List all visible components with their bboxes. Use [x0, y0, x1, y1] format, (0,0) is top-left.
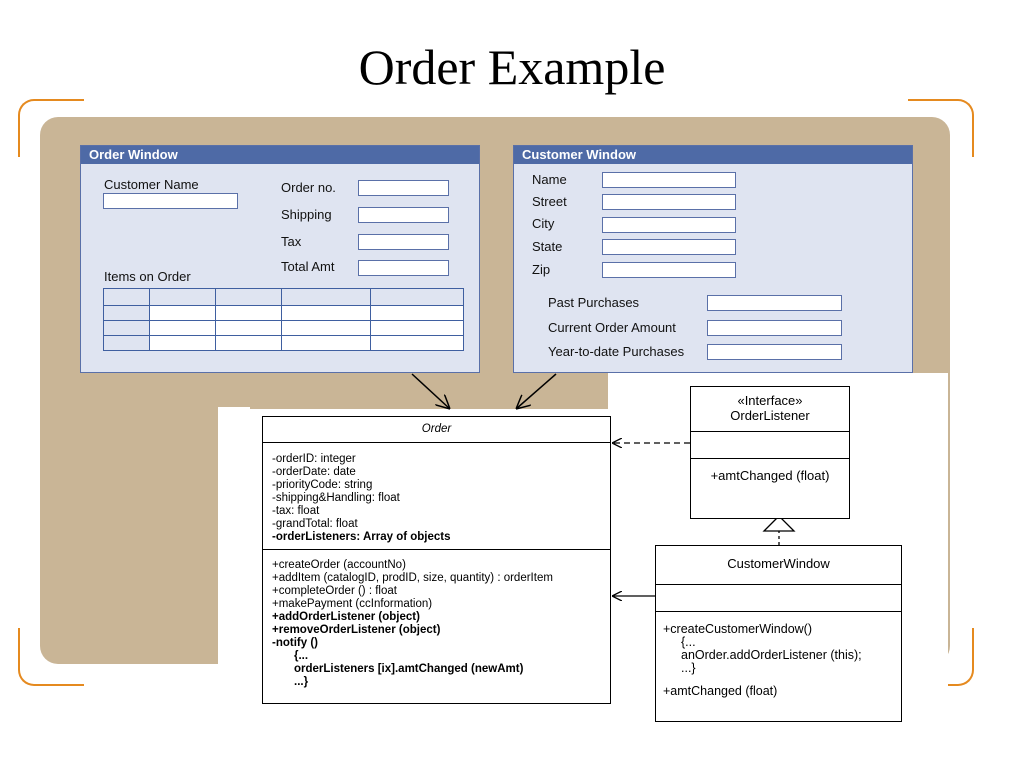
street-label: Street	[532, 194, 567, 209]
method-line: anOrder.addOrderListener (this);	[681, 648, 862, 662]
customer-window-class: CustomerWindow +createCustomerWindow() {…	[655, 545, 902, 722]
attribute-line: -orderID: integer	[272, 453, 356, 465]
method-line: +amtChanged (float)	[663, 684, 778, 698]
customer-window: Customer Window Name Street City State Z…	[513, 145, 913, 373]
slide-title: Order Example	[358, 39, 666, 95]
name-label: Name	[532, 172, 567, 187]
ytd-purchases-field[interactable]	[707, 344, 842, 360]
order-window: Order Window Customer Name Order no. Shi…	[80, 145, 480, 373]
current-order-amount-field[interactable]	[707, 320, 842, 336]
customer-name-field[interactable]	[103, 193, 238, 209]
interface-header: «Interface» OrderListener	[691, 387, 849, 432]
attribute-line: -shipping&Handling: float	[272, 492, 400, 504]
method-line: +addItem (catalogID, prodID, size, quant…	[272, 572, 553, 584]
method-line: {...	[681, 635, 696, 649]
customer-class-attributes	[656, 585, 901, 612]
order-no-label: Order no.	[281, 180, 336, 195]
attribute-line: -orderDate: date	[272, 466, 356, 478]
method-line: +addOrderListener (object)	[272, 611, 420, 623]
zip-label: Zip	[532, 262, 551, 277]
city-field[interactable]	[602, 217, 736, 233]
interface-stereotype: «Interface»	[737, 393, 803, 408]
table-row	[103, 335, 464, 351]
method-line: {...	[294, 650, 309, 662]
order-methods: +createOrder (accountNo) +addItem (catal…	[263, 550, 610, 689]
shipping-label: Shipping	[281, 207, 332, 222]
tax-field[interactable]	[358, 234, 449, 250]
method-line: orderListeners [ix].amtChanged (newAmt)	[294, 663, 524, 675]
method-line: -notify ()	[272, 637, 318, 649]
street-field[interactable]	[602, 194, 736, 210]
customer-class-name: CustomerWindow	[656, 546, 901, 585]
name-field[interactable]	[602, 172, 736, 188]
bracket-top-left	[18, 99, 84, 157]
method-line: +makePayment (ccInformation)	[272, 598, 433, 610]
current-order-amount-label: Current Order Amount	[548, 320, 676, 335]
past-purchases-field[interactable]	[707, 295, 842, 311]
zip-field[interactable]	[602, 262, 736, 278]
past-purchases-label: Past Purchases	[548, 295, 640, 310]
order-class-name: Order	[263, 417, 610, 443]
total-amt-field[interactable]	[358, 260, 449, 276]
attribute-line: -grandTotal: float	[272, 518, 358, 530]
order-window-title: Order Window	[81, 146, 479, 164]
ytd-purchases-label: Year-to-date Purchases	[548, 344, 685, 359]
state-field[interactable]	[602, 239, 736, 255]
method-line: +completeOrder () : float	[272, 585, 397, 597]
bracket-bottom-left	[18, 628, 84, 686]
method-line: +removeOrderListener (object)	[272, 624, 441, 636]
items-table[interactable]	[103, 288, 464, 351]
attribute-line: -tax: float	[272, 505, 320, 517]
items-on-order-label: Items on Order	[104, 269, 191, 284]
total-amt-label: Total Amt	[281, 259, 335, 274]
table-row	[103, 320, 464, 336]
attribute-line: -priorityCode: string	[272, 479, 373, 491]
bracket-top-right	[908, 99, 974, 157]
order-window-arrow	[411, 373, 450, 409]
shipping-field[interactable]	[358, 207, 449, 223]
tax-label: Tax	[281, 234, 302, 249]
customer-window-arrow	[516, 373, 557, 409]
order-no-field[interactable]	[358, 180, 449, 196]
state-label: State	[532, 239, 563, 254]
method-line: +createOrder (accountNo)	[272, 559, 406, 571]
order-attributes: -orderID: integer -orderDate: date -prio…	[263, 443, 610, 550]
interface-method: +amtChanged (float)	[710, 468, 830, 483]
interface-name: OrderListener	[730, 408, 810, 423]
customer-class-methods: +createCustomerWindow() {... anOrder.add…	[656, 612, 901, 698]
customer-window-title: Customer Window	[514, 146, 912, 164]
order-listener-interface: «Interface» OrderListener +amtChanged (f…	[690, 386, 850, 519]
method-line: ...}	[681, 661, 696, 675]
interface-attributes	[691, 432, 849, 459]
method-line: ...}	[294, 676, 309, 688]
city-label: City	[532, 216, 555, 231]
method-line: +createCustomerWindow()	[663, 622, 813, 636]
realization-triangle	[762, 515, 796, 532]
order-class: Order -orderID: integer -orderDate: date…	[262, 416, 611, 704]
attribute-line: -orderListeners: Array of objects	[272, 531, 451, 543]
customer-name-label: Customer Name	[104, 177, 199, 192]
